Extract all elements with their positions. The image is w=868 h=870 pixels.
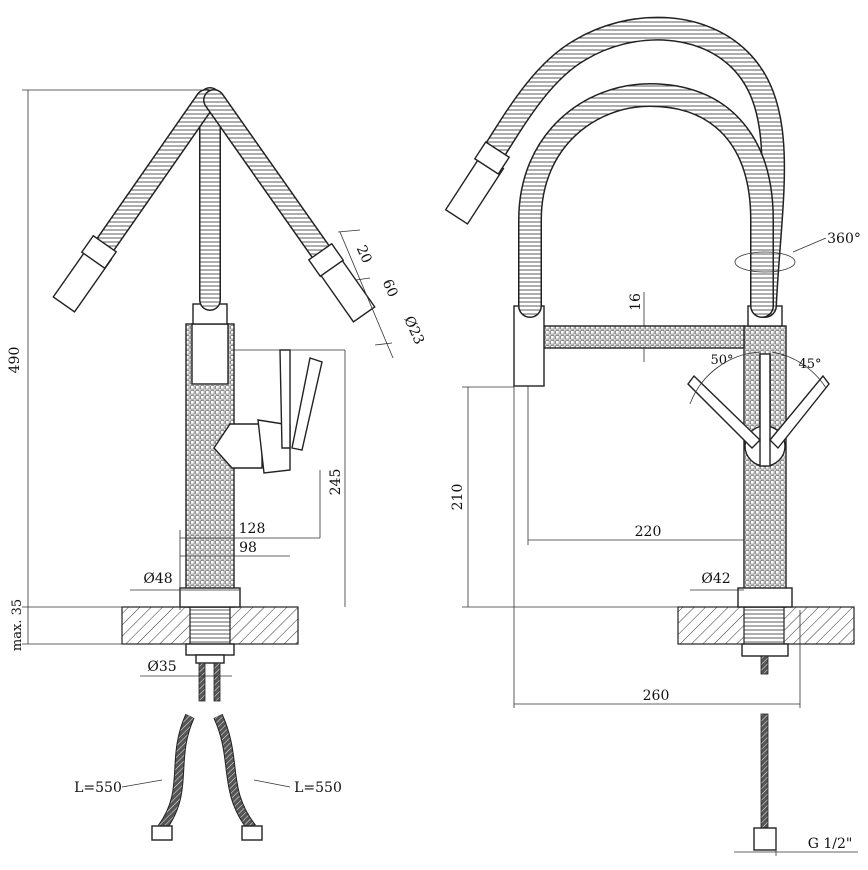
dim-20: 20 — [353, 243, 375, 266]
pull-out-hose-right — [483, 16, 786, 318]
dim-d48: Ø48 — [143, 571, 172, 587]
dim-245: 245 — [328, 469, 344, 496]
dim-210: 210 — [450, 484, 466, 511]
spout-arm — [543, 325, 745, 349]
lever-swing — [687, 374, 830, 450]
dim-50deg: 50° — [710, 353, 733, 368]
dim-d23: Ø23 — [400, 314, 427, 347]
dim-60: 60 — [379, 277, 401, 300]
dim-260: 260 — [643, 688, 670, 704]
label-360: 360° — [827, 231, 861, 247]
dim-16: 16 — [628, 293, 644, 311]
label-l550-right: L=550 — [294, 780, 342, 796]
dim-220: 220 — [635, 524, 662, 540]
supply-hose-right — [760, 713, 769, 831]
dim-d42: Ø42 — [701, 571, 730, 587]
spray-holder — [513, 305, 545, 387]
front-view: 360° 16 50° 45° 210 220 Ø42 260 G 1/2" — [444, 16, 861, 856]
mounting-thread-right — [743, 606, 785, 645]
dim-max-35: max. 35 — [10, 599, 25, 651]
mounting-thread-left — [189, 606, 231, 645]
dim-height-490: 490 — [7, 347, 23, 374]
mounting-nut-left — [185, 643, 235, 656]
dim-128: 128 — [239, 521, 266, 537]
side-view: 490 max. 35 20 60 Ø23 245 128 98 Ø48 Ø35… — [7, 87, 427, 841]
label-l550-left: L=550 — [74, 780, 122, 796]
pull-out-hose-left — [85, 87, 339, 311]
dim-45deg: 45° — [798, 357, 821, 372]
dim-d35: Ø35 — [147, 659, 176, 675]
dim-g12: G 1/2" — [808, 836, 853, 852]
lever-handle-left — [213, 349, 323, 474]
dim-98: 98 — [239, 540, 257, 556]
